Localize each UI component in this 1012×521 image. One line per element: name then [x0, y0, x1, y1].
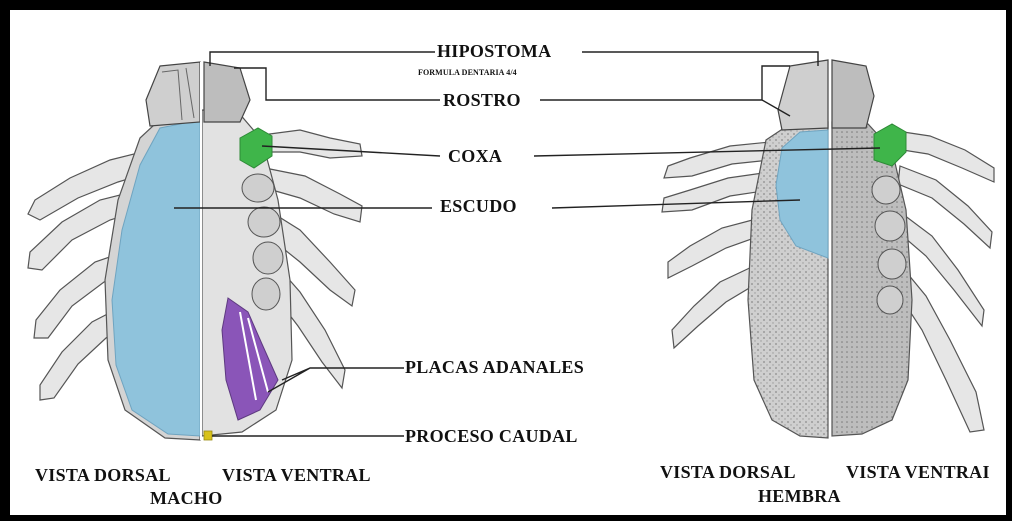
female-sex-label: HEMBRA [758, 486, 841, 507]
male-ventral-view-label: VISTA VENTRAL [222, 465, 371, 486]
female-capitulum-ventral [832, 60, 874, 128]
female-dorsal-view-label: VISTA DORSAL [660, 462, 796, 483]
female-specimen [662, 60, 994, 440]
female-ventral-view-label: VISTA VENTRAI [846, 462, 990, 483]
male-specimen [28, 62, 362, 440]
label-formula-dentaria: FORMULA DENTARIA 4/4 [418, 68, 517, 77]
rostro-leader-right [540, 66, 790, 116]
label-coxa: COXA [448, 146, 502, 167]
hipostoma-leader-left [210, 52, 435, 66]
label-placas-adanales: PLACAS ADANALES [405, 357, 584, 378]
female-capitulum-dorsal [778, 60, 828, 130]
label-hipostoma: HIPOSTOMA [437, 41, 551, 62]
male-caudal-process [204, 431, 212, 440]
male-sex-label: MACHO [150, 488, 223, 509]
female-coxa-highlight [874, 124, 906, 166]
label-proceso-caudal: PROCESO CAUDAL [405, 426, 578, 447]
male-capitulum-ventral [204, 62, 250, 122]
rostro-leader-left [234, 68, 440, 100]
hipostoma-leader-right [582, 52, 818, 66]
male-dorsal-view-label: VISTA DORSAL [35, 465, 171, 486]
label-escudo: ESCUDO [440, 196, 517, 217]
male-capitulum-dorsal [146, 62, 200, 126]
label-rostro: ROSTRO [443, 90, 521, 111]
